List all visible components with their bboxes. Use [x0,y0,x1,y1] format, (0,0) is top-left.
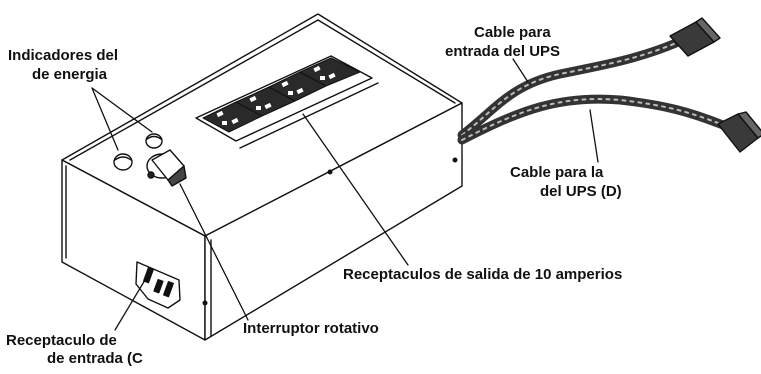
cable-output-label-line2: del UPS (D) [540,183,622,200]
rotary-switch-illustration [146,149,187,187]
outlets-label: Receptaculos de salida de 10 amperios [343,266,623,283]
indicators-label-line1: Indicadores del [8,47,119,64]
cables [457,38,728,145]
outlet-4 [299,57,361,87]
input-receptacle-label-line2: de entrada (C [47,350,143,367]
cable-input-label-line2: entrada del UPS [445,43,561,60]
input-receptacle-label-line1: Receptaculo de [6,332,117,349]
leader-lines [91,58,599,331]
indicators-label-line2: de energia [32,66,108,83]
cable-output-label-line1: Cable para la [510,164,604,181]
cable-connectors [669,17,761,153]
cable-input-label-line1: Cable para [474,24,551,41]
indicator-lamps [113,133,163,171]
rotary-switch-label: Interruptor rotativo [243,320,379,337]
